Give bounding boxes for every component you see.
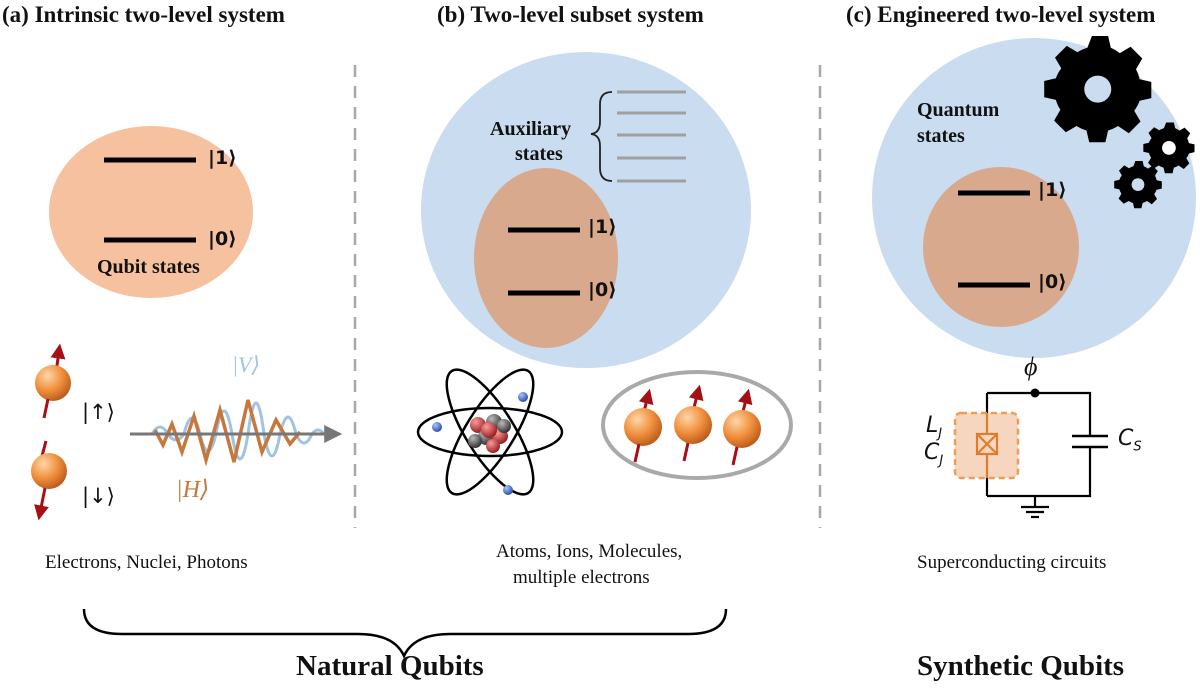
panel-a-title: (a) Intrinsic two-level system [2, 2, 285, 27]
qubit-states-region [49, 126, 253, 298]
photon-h-ket: |H⟩ [176, 477, 210, 503]
panel-b-caption-line2: multiple electrons [513, 567, 650, 588]
josephson-junction-icon [975, 413, 999, 478]
panel-c-caption: Superconducting circuits [917, 552, 1107, 573]
lj-subscript: J [938, 426, 943, 442]
spin-up-ball-icon [35, 343, 71, 419]
auxiliary-brace [590, 91, 613, 182]
cj-label: CJ [924, 440, 943, 468]
natural-qubits-label: Natural Qubits [296, 650, 484, 682]
cj-subscript: J [939, 453, 944, 469]
panel-b-title: (b) Two-level subset system [437, 2, 704, 27]
ket-0-label: |0⟩ [208, 228, 237, 250]
cj-symbol: C [924, 440, 940, 465]
spin-down-ket: |↓⟩ [82, 484, 115, 508]
spin-up-ket: |↑⟩ [82, 400, 115, 424]
quantum-states-label-line2: states [917, 125, 965, 147]
ket-1-label: |1⟩ [588, 216, 617, 238]
lj-label: LJ [926, 413, 942, 441]
ket-1-label: |1⟩ [208, 147, 237, 169]
synthetic-qubits-label: Synthetic Qubits [917, 650, 1125, 682]
qubit-states-label: Qubit states [97, 256, 200, 278]
ket-0-label: |0⟩ [1038, 271, 1067, 293]
photon-v-ket: |V⟩ [232, 352, 261, 377]
cs-symbol: C [1118, 426, 1134, 451]
photon-h-wave [153, 399, 302, 467]
atom-icon [416, 368, 564, 496]
natural-qubits-brace [82, 608, 728, 660]
auxiliary-levels [617, 90, 686, 183]
cs-label: CS [1118, 426, 1142, 454]
cs-subscript: S [1133, 439, 1142, 455]
gear-icon-large [1044, 36, 1152, 143]
ket-0-label: |0⟩ [588, 279, 617, 301]
multiple-electrons-icon [601, 370, 793, 480]
transmon-circuit [953, 388, 1108, 519]
spin-down-ball-icon [31, 440, 67, 521]
qubit-subset-region [474, 168, 618, 348]
ground-icon [1021, 505, 1049, 519]
auxiliary-label-line2: states [515, 143, 563, 165]
quantum-states-label-line1: Quantum [917, 99, 1000, 121]
panel-a-caption: Electrons, Nuclei, Photons [45, 552, 248, 573]
phi-label: ϕ [1024, 352, 1038, 381]
panel-c-title: (c) Engineered two-level system [846, 2, 1156, 27]
panel-b-caption-line1: Atoms, Ions, Molecules, [496, 541, 683, 562]
gear-icon-medium [1143, 122, 1195, 174]
gear-icon-small [1114, 161, 1162, 209]
auxiliary-label-line1: Auxiliary [490, 118, 572, 140]
lj-symbol: L [926, 413, 939, 438]
ket-1-label: |1⟩ [1038, 179, 1067, 201]
